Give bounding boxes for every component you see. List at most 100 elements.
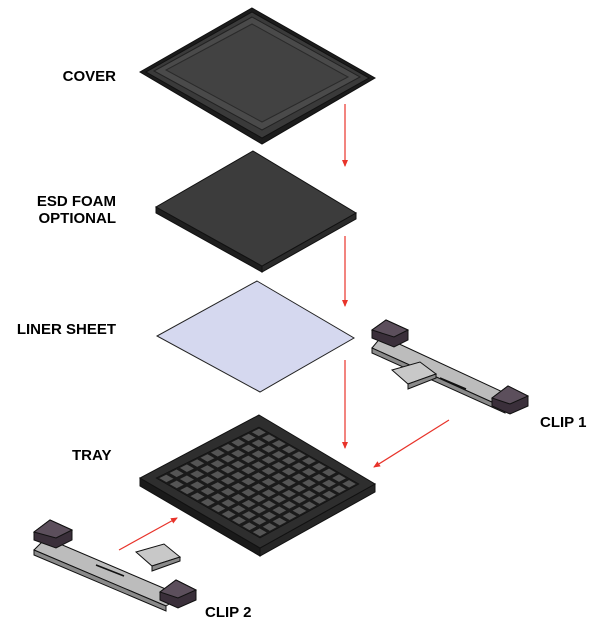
tray-pocket [260,455,277,465]
tray-pocket [230,471,246,480]
tray-pocket [301,489,317,499]
clip-2-part [32,519,198,612]
tray-pocket [291,462,307,471]
tray-pocket [168,480,185,489]
label-clip-2: CLIP 2 [205,604,252,621]
tray-pocket [200,498,216,507]
tray-pocket [230,438,247,447]
tray-pocket [261,500,277,509]
cover-part [139,7,377,145]
tray-pocket-grid [158,428,357,537]
tray-pocket [261,488,277,498]
tray-pocket [251,527,268,537]
tray-pocket [331,484,347,494]
tray-pocket [158,474,175,483]
tray-pocket [189,492,206,501]
tray-pocket [240,477,257,486]
tray-pocket [231,516,247,525]
tray-pocket [230,449,246,458]
tray-pocket [311,473,327,482]
tray-pocket [179,463,195,473]
tray-pocket [291,495,307,504]
tray-pocket [240,488,257,497]
tray-pocket [301,456,317,466]
tray-pocket [270,472,287,482]
clip-1-part [370,319,530,415]
tray-pocket [220,465,236,474]
tray-pocket [281,478,297,487]
tray-pocket [199,464,216,474]
tray-pocket [271,494,287,504]
tray-pocket [311,462,327,471]
clip-1-tab-edge [407,373,437,390]
tray-part [138,414,377,557]
liner-sheet-part [155,280,355,393]
tray-pocket [220,443,236,452]
tray-pocket [240,455,257,464]
tray-pocket [250,471,267,481]
tray-pocket [240,444,257,453]
tray-pocket [271,505,287,515]
tray-pocket [199,475,216,485]
tray-pocket [251,505,267,514]
tray-pocket [230,504,247,514]
tray-pocket [291,484,307,493]
tray-pocket [189,469,206,479]
arrow-clip-1-to-tray [373,419,450,468]
clip-1-body-edge [371,347,506,414]
tray-pocket [301,478,317,488]
tray-pocket [209,470,226,480]
tray-pocket [271,517,288,526]
tray-pocket [281,456,297,465]
tray-pocket [209,448,226,458]
clip-2-end-right-face [158,579,198,599]
tray-pocket [210,504,227,513]
tray-pocket [250,494,267,503]
tray-pocket [240,433,257,442]
tray-pocket [331,473,347,483]
tray-pocket [321,490,337,499]
tray-pocket [210,492,226,502]
tray-pocket [291,506,308,516]
tray-pocket [261,433,277,443]
tray-pocket [179,486,195,495]
tray-pocket [271,450,287,459]
tray-pocket [230,482,247,491]
tray-pocket [281,467,297,476]
tray-pocket [241,510,257,520]
clip-1-end-right-face [490,385,530,405]
tray-pocket [241,521,258,531]
tray-pocket [261,511,278,520]
tray-pocket [281,500,297,510]
tray-pocket [271,439,287,449]
tray-pocket [251,516,268,526]
tray-pocket [220,510,237,519]
tray-pocket [291,473,307,482]
label-tray: TRAY [72,447,112,464]
tray-pocket [281,489,297,498]
clip-2-end-left-face [32,519,74,539]
tray-pocket [240,466,257,475]
tray-pocket [321,479,337,488]
label-cover: COVER [62,68,116,85]
esd-foam-part [154,150,357,273]
tray-pocket [271,483,287,493]
tray-pocket [301,467,317,477]
clip-1-end-left-face [370,319,410,338]
tray-pocket [189,480,206,490]
liner-sheet [155,280,355,393]
tray-pocket [341,479,357,489]
label-clip-1: CLIP 1 [540,414,587,431]
tray-pocket [250,439,267,448]
esd-foam-top [154,150,357,267]
tray-pocket [270,461,287,470]
tray-pocket [209,459,226,469]
tray-pocket [311,495,327,505]
tray-pocket [220,476,236,486]
label-esd-foam: ESD FOAM [36,193,116,210]
tray-pocket [260,444,277,454]
tray-pocket [260,466,277,476]
tray-pocket [250,483,267,492]
label-liner-sheet: LINER SHEET [16,321,116,338]
tray-pocket [250,460,267,470]
